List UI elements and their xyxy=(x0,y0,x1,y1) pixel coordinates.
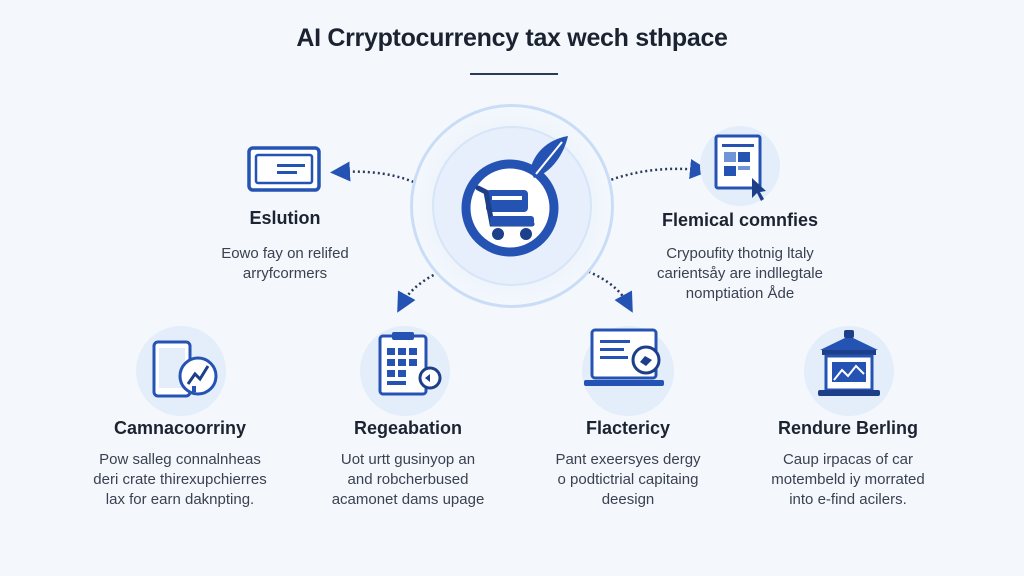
calculator-document-icon xyxy=(378,332,442,396)
node-bottom-4: Rendure Berling Caup irpacas of car mote… xyxy=(756,326,940,516)
node-bottom-2-description: Uot urtt gusinyop an and robcherbused ac… xyxy=(310,450,506,510)
node-bottom-1-label: Camnacoorriny xyxy=(113,418,247,438)
node-bottom-2-line-2: and robcherbused xyxy=(347,471,469,488)
node-bottom-4-label: Rendure Berling xyxy=(777,418,919,438)
laptop-shield-icon xyxy=(584,328,664,386)
node-bottom-1-line-3: lax for earn daknpting. xyxy=(105,491,255,508)
node-top-right-line-3: nomptiation Åde xyxy=(685,285,795,302)
id-card-icon xyxy=(247,146,321,192)
node-top-right-line-2: carientsåy are indllegtale xyxy=(657,265,823,282)
node-bottom-1-line-1: Pow salleg connalnheas xyxy=(99,451,261,468)
node-top-right-description: Crypoufity thotnig ltaly carientsåy are … xyxy=(640,244,840,304)
node-bottom-3-line-2: o podtictrial capitaing xyxy=(557,471,699,488)
node-top-left-label: Eslution xyxy=(249,208,321,228)
node-bottom-1: Camnacoorriny Pow salleg connalnheas der… xyxy=(80,326,280,516)
node-top-left-description: Eowo fay on relifed arryfcormers xyxy=(200,244,370,284)
building-icon xyxy=(818,330,880,396)
node-bottom-2-label: Regeabation xyxy=(353,418,463,438)
node-top-left-line-1: Eowo fay on relifed xyxy=(221,245,349,262)
node-bottom-2: Regeabation Uot urtt gusinyop an and rob… xyxy=(310,326,506,516)
page-title: AI Crryptocurrency tax wech sthpace xyxy=(296,24,728,52)
node-bottom-4-line-2: motembeld iy morrated xyxy=(771,471,925,488)
node-top-right-label: Flemical comnfies xyxy=(661,210,819,230)
node-top-left-line-2: arryfcormers xyxy=(242,265,328,282)
title-underline xyxy=(470,73,558,75)
node-bottom-3-line-1: Pant exeersyes dergy xyxy=(555,451,701,468)
connector-hub-to-bottom-2 xyxy=(397,260,467,313)
node-bottom-3: Flactericy Pant exeersyes dergy o podtic… xyxy=(528,326,728,516)
node-bottom-1-line-2: deri crate thirexupchierres xyxy=(93,471,267,488)
node-bottom-4-line-3: into e-find acilers. xyxy=(789,491,907,508)
document-cursor-icon xyxy=(714,134,766,201)
node-bottom-1-description: Pow salleg connalnheas deri crate thirex… xyxy=(80,450,280,510)
node-bottom-2-line-1: Uot urtt gusinyop an xyxy=(340,451,476,468)
node-bottom-2-line-3: acamonet dams upage xyxy=(331,491,485,508)
node-bottom-4-line-1: Caup irpacas of car xyxy=(782,451,914,468)
robot-cart-leaf-icon xyxy=(461,136,568,257)
node-top-left: Eslution Eowo fay on relifed arryfcormer… xyxy=(200,128,370,288)
tablet-chart-icon xyxy=(152,340,218,398)
node-top-right-line-1: Crypoufity thotnig ltaly xyxy=(666,245,814,262)
node-bottom-3-label: Flactericy xyxy=(585,418,671,438)
node-bottom-4-description: Caup irpacas of car motembeld iy morrate… xyxy=(756,450,940,510)
node-top-right: Flemical comnfies Crypoufity thotnig lta… xyxy=(640,124,840,314)
connector-hub-to-top-right xyxy=(583,159,710,194)
node-bottom-3-description: Pant exeersyes dergy o podtictrial capit… xyxy=(528,450,728,510)
node-bottom-3-line-3: deesign xyxy=(601,491,655,508)
